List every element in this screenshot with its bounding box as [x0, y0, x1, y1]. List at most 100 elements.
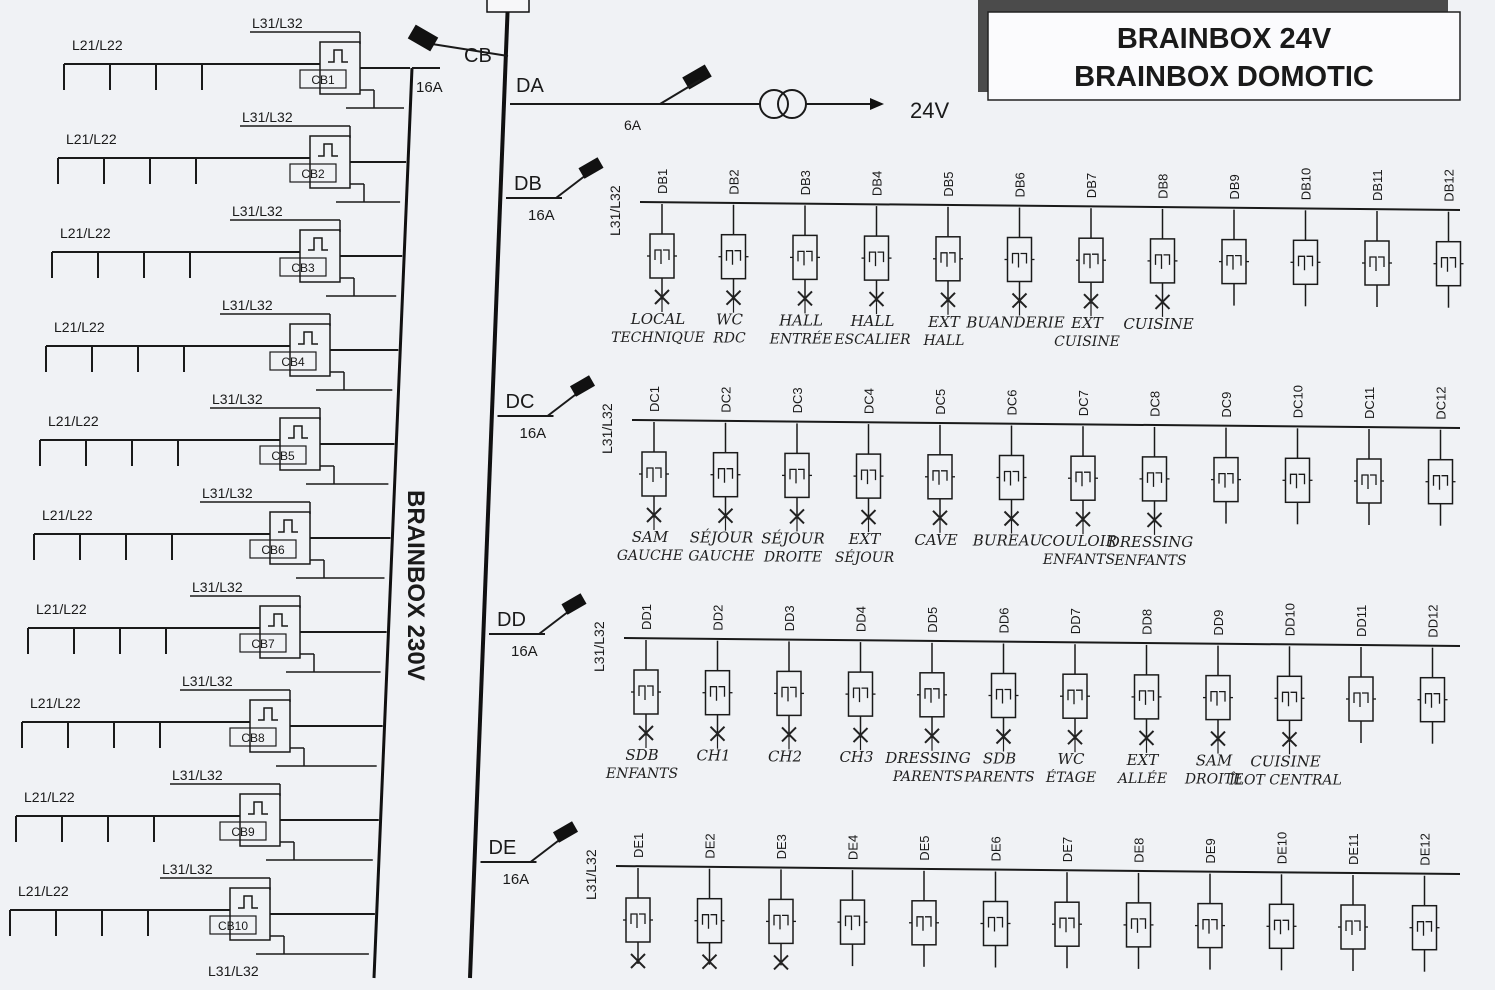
- row-bus-line: [631, 419, 1461, 429]
- channel-label: DD5: [925, 607, 940, 633]
- load-label-line1: CH3: [839, 748, 873, 766]
- channel-label: DB6: [1013, 172, 1028, 197]
- row-top-label: L31/L32: [232, 203, 283, 219]
- lamp-icon: [1067, 729, 1083, 745]
- lamp-icon: [773, 954, 789, 971]
- load-label-line2: ENFANTS: [1042, 552, 1115, 568]
- lamp-icon: [630, 953, 646, 969]
- load-label-line2: RDC: [712, 331, 746, 347]
- channel-label: DC7: [1076, 390, 1091, 416]
- row-breaker-label: DE: [489, 837, 517, 859]
- row-top-label: L31/L32: [172, 767, 223, 783]
- lamp-icon: [852, 727, 869, 743]
- load-label-line2: PARENTS: [892, 769, 963, 785]
- channel-label: DE2: [703, 833, 718, 858]
- channel-label: DC10: [1291, 385, 1306, 418]
- channel-label: DE9: [1203, 838, 1218, 863]
- load-label-line1: LOCAL: [630, 310, 686, 328]
- lamp-icon: [1281, 731, 1298, 748]
- load-label-line2: ENFANTS: [1113, 553, 1186, 569]
- channel-dd11: DD11: [1346, 605, 1376, 743]
- load-label-line2: ÉTAGE: [1045, 768, 1096, 786]
- channel-label: DD6: [997, 607, 1012, 633]
- channel-de5: DE5: [909, 836, 939, 967]
- row-top-label: L31/L32: [202, 485, 253, 501]
- lamp-icon: [1138, 730, 1155, 746]
- row-breaker-icon: [569, 375, 596, 397]
- channel-label: DC6: [1005, 389, 1020, 415]
- lamp-icon: [1146, 512, 1163, 528]
- lamp-icon: [860, 509, 877, 525]
- supply-output-label: 24V: [910, 98, 949, 123]
- row-left-label: L21/L22: [24, 789, 75, 805]
- row-breaker-icon: [561, 593, 587, 615]
- title-line-1: BRAINBOX 24V: [1117, 23, 1332, 55]
- load-label-line2: SÉJOUR: [835, 548, 895, 566]
- row-left-label: L21/L22: [72, 37, 123, 53]
- load-label-line2: CUISINE: [1054, 334, 1120, 350]
- load-label-line2: ENTRÉE: [769, 329, 833, 347]
- row-breaker-label: DB: [514, 173, 542, 195]
- channel-label: DB3: [798, 170, 813, 195]
- load-label-line1: CUISINE: [1123, 315, 1193, 333]
- channel-de6: DE6: [980, 836, 1011, 968]
- channel-label: DB8: [1156, 174, 1171, 199]
- channel-label: DD2: [711, 605, 726, 631]
- channel-label: DE4: [846, 835, 861, 860]
- load-label-line1: WC: [1058, 750, 1085, 768]
- channel-dc12: DC12: [1425, 386, 1456, 526]
- channel-label: DE7: [1060, 837, 1075, 862]
- main-breaker-cb: CB 16A: [407, 24, 509, 96]
- channel-label: DB9: [1227, 174, 1242, 199]
- load-label-line2: GAUCHE: [617, 548, 683, 564]
- main-breaker-label: CB: [464, 45, 492, 67]
- load-label-line2: TECHNIQUE: [611, 330, 705, 346]
- lamp-icon: [1154, 294, 1171, 310]
- channel-de9: DE9: [1195, 838, 1225, 970]
- row-left-label: L21/L22: [18, 883, 69, 899]
- channel-label: DB10: [1299, 168, 1314, 201]
- load-label-line1: EXT: [1070, 314, 1104, 332]
- channel-label: DB7: [1084, 173, 1099, 198]
- bottom-bus-label: L31/L32: [208, 963, 259, 979]
- channel-label: DD10: [1283, 603, 1298, 636]
- channel-de4: DE4: [837, 835, 868, 967]
- load-label-line1: EXT: [927, 313, 961, 331]
- lamp-icon: [709, 725, 726, 742]
- channel-de8: DE8: [1123, 838, 1154, 969]
- row-bus-label: L31/L32: [607, 185, 623, 236]
- load-label-line2: HALL: [923, 333, 965, 349]
- channel-label: DB1: [655, 169, 670, 194]
- load-label-line1: EXT: [1126, 751, 1160, 769]
- load-label-line1: SAM: [1196, 752, 1233, 770]
- lamp-icon: [646, 507, 662, 523]
- lamp-icon: [638, 725, 654, 741]
- load-label-line1: SÉJOUR: [761, 529, 824, 547]
- load-label-line1: BUANDERIE: [965, 314, 1064, 332]
- load-label-line1: CAVE: [914, 531, 957, 549]
- load-label-line1: CH2: [768, 747, 802, 765]
- row-breaker-label: DD: [497, 609, 526, 631]
- channel-label: DC12: [1434, 386, 1449, 419]
